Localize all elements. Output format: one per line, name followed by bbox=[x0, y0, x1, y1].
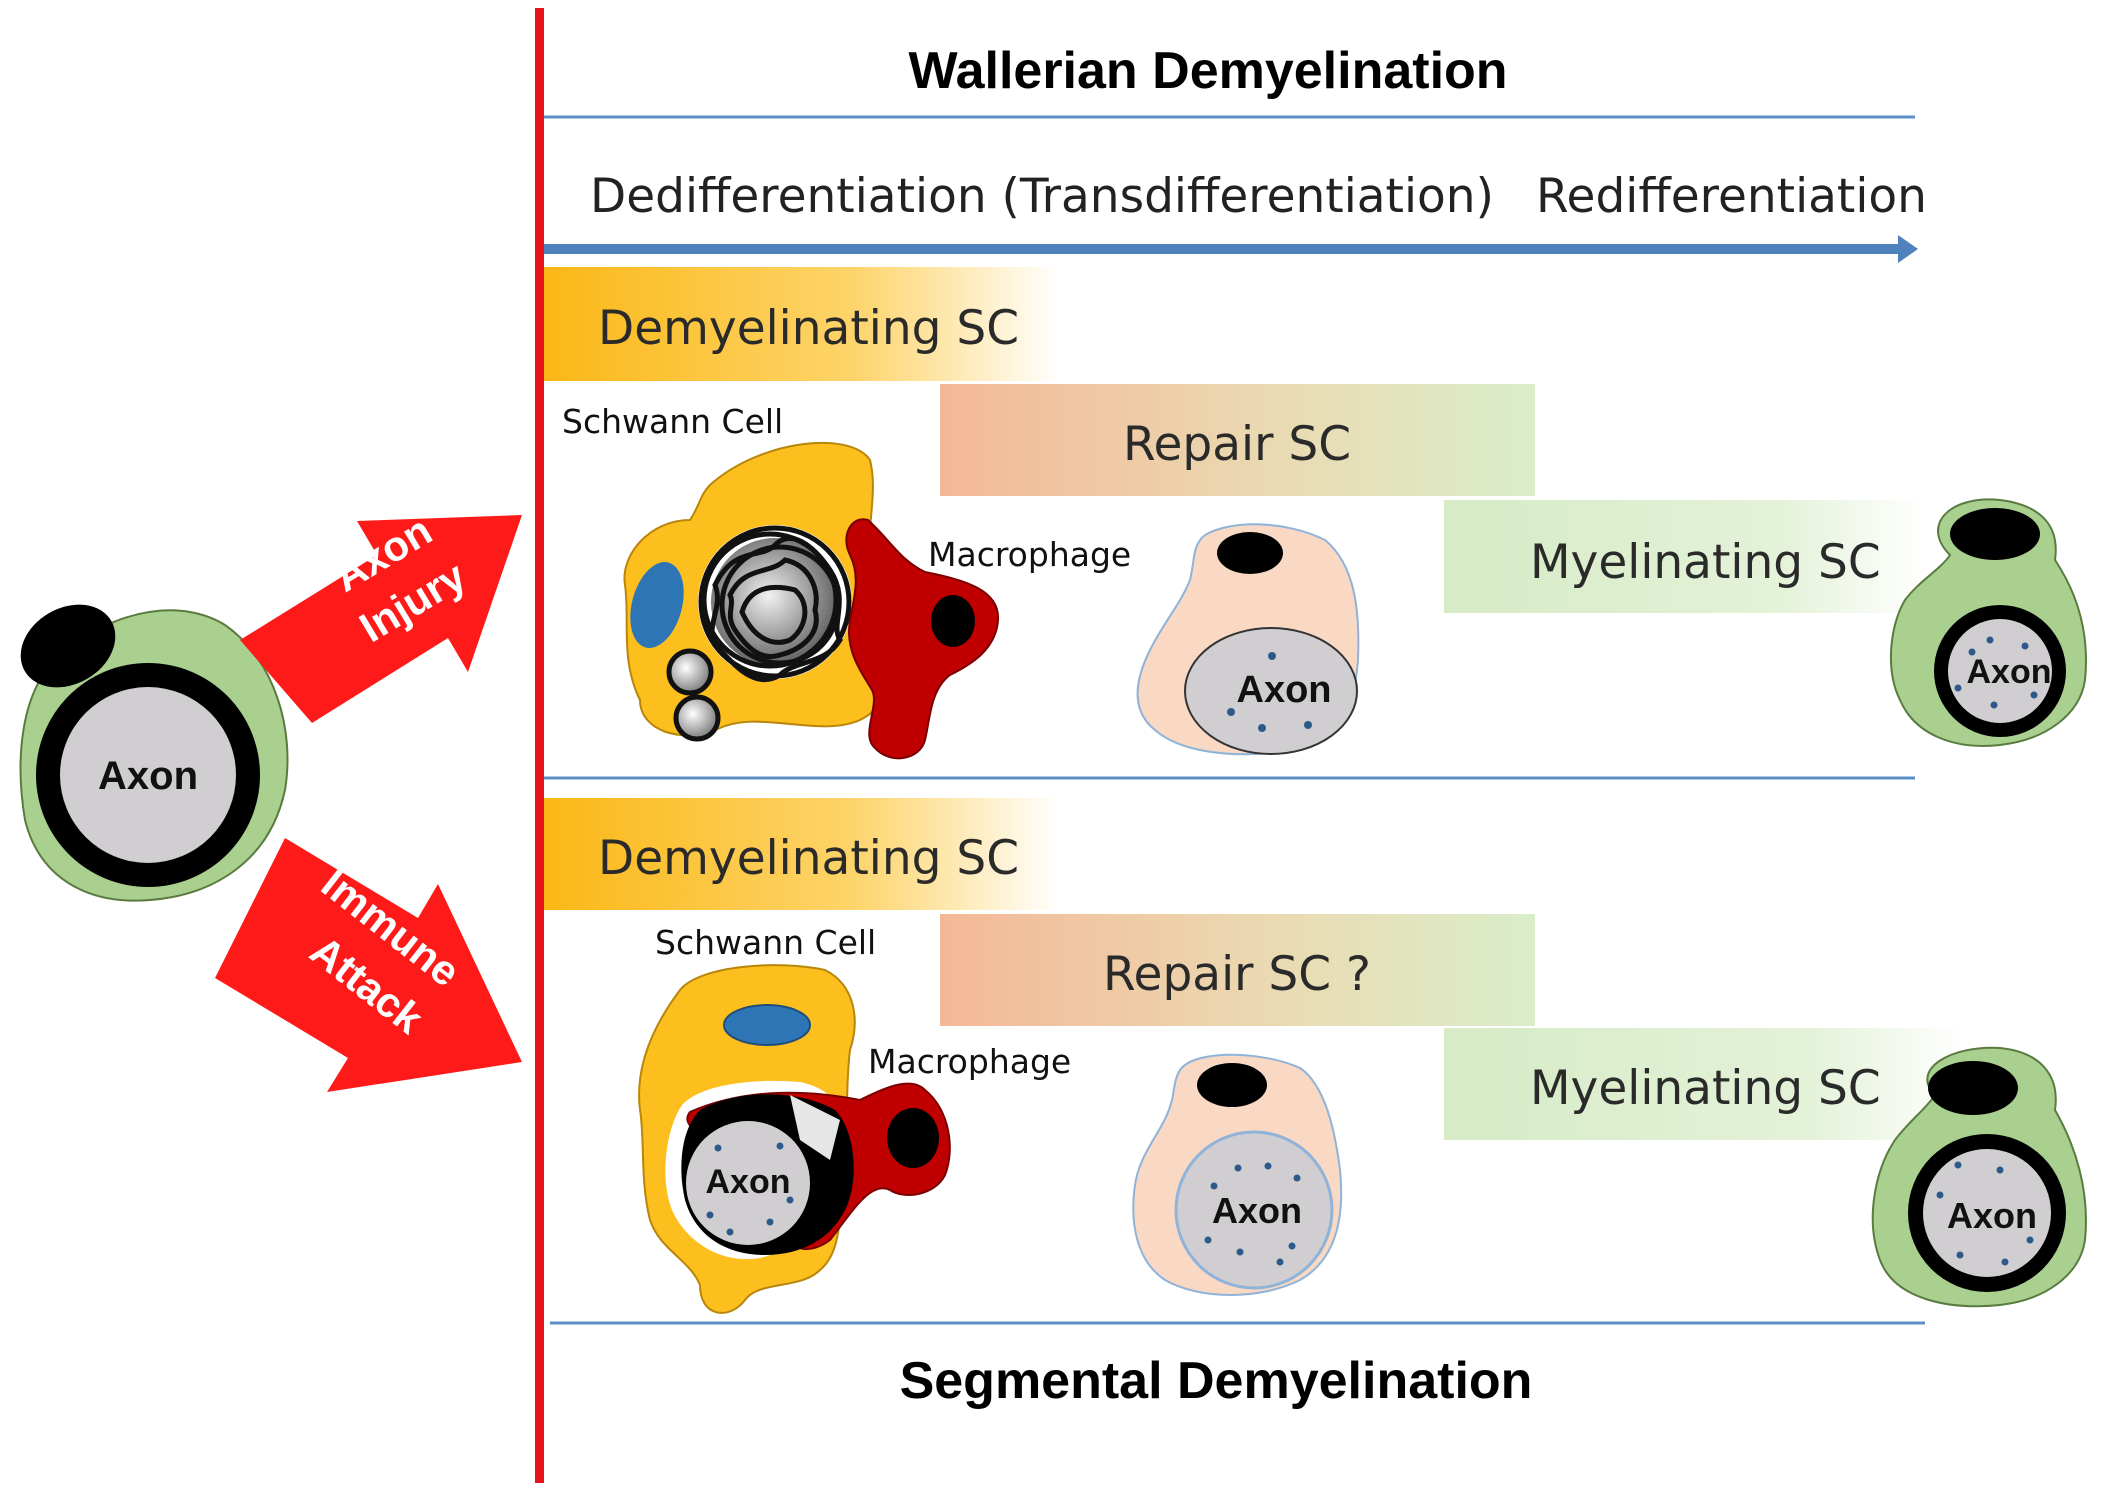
segmental-myelinated-axon-label: Axon bbox=[1947, 1195, 2037, 1236]
wallerian-myelinating-schwann-cell: Axon bbox=[1890, 498, 2087, 747]
segmental-macrophage-nucleus-icon bbox=[887, 1108, 939, 1168]
segmental-macrophage-label: Macrophage bbox=[868, 1042, 1071, 1081]
segmental-myelinating-nucleus-icon bbox=[1928, 1061, 2018, 1115]
wallerian-repair-sc-label: Repair SC bbox=[1123, 417, 1351, 472]
wallerian-myelinated-axon-label: Axon bbox=[1967, 653, 2052, 691]
immune-attack-arrow: Immune Attack bbox=[215, 838, 522, 1092]
axon-label: Axon bbox=[98, 754, 198, 798]
macrophage-nucleus-icon bbox=[931, 595, 975, 647]
segmental-demyelination-title: Segmental Demyelination bbox=[900, 1352, 1533, 1410]
wallerian-macrophage-label: Macrophage bbox=[928, 535, 1131, 574]
repair-nucleus-icon bbox=[1217, 532, 1283, 574]
segmental-myelinating-sc-bar bbox=[1444, 1028, 1964, 1140]
segmental-schwann-nucleus-icon bbox=[723, 1004, 811, 1046]
segmental-myelinating-sc-label: Myelinating SC bbox=[1530, 1061, 1881, 1116]
dedifferentiation-label: Dedifferentiation (Transdifferentiation) bbox=[590, 169, 1494, 224]
progress-arrow bbox=[540, 235, 1918, 263]
nucleus-icon bbox=[20, 604, 116, 688]
segmental-demyelinating-sc-bar bbox=[542, 798, 1060, 910]
myelinating-nucleus-icon bbox=[1950, 508, 2040, 560]
segmental-repair-sc-bar bbox=[940, 914, 1535, 1026]
wallerian-demyelination-title: Wallerian Demyelination bbox=[908, 42, 1507, 100]
segmental-repair-nucleus-icon bbox=[1197, 1063, 1267, 1107]
wallerian-myelinating-sc-label: Myelinating SC bbox=[1530, 535, 1881, 590]
schwann-nucleus-icon bbox=[630, 562, 684, 648]
wallerian-macrophage bbox=[845, 518, 1000, 760]
myelin-debris-icon bbox=[698, 525, 852, 683]
wallerian-repair-axon-label: Axon bbox=[1237, 669, 1332, 711]
wallerian-repair-sc-bar bbox=[940, 384, 1535, 496]
redifferentiation-label: Redifferentiation bbox=[1536, 169, 1927, 224]
timeline-vertical-line bbox=[535, 8, 544, 1483]
segmental-schwann-cell-label: Schwann Cell bbox=[655, 923, 876, 962]
segmental-demyelinating-sc-label: Demyelinating SC bbox=[598, 831, 1019, 886]
segmental-repair-schwann-cell: Axon bbox=[1132, 1053, 1343, 1296]
segmental-repair-axon-label: Axon bbox=[1212, 1190, 1302, 1231]
axon-injury-arrow: Axon Injury bbox=[240, 506, 522, 723]
segmental-repair-sc-label: Repair SC ? bbox=[1103, 947, 1371, 1002]
wallerian-demyelinating-schwann-cell bbox=[623, 441, 890, 742]
segmental-myelinating-schwann-cell: Axon bbox=[1871, 1046, 2087, 1308]
wallerian-myelinating-sc-bar bbox=[1444, 500, 1924, 613]
segmental-demyelinating-axon: Axon bbox=[681, 1094, 854, 1255]
wallerian-demyelinating-sc-bar bbox=[542, 267, 1060, 381]
wallerian-schwann-cell-label: Schwann Cell bbox=[562, 402, 783, 441]
wallerian-repair-schwann-cell: Axon bbox=[1136, 523, 1360, 756]
initial-myelinated-axon: Axon bbox=[19, 604, 289, 902]
segmental-demyelinating-axon-label: Axon bbox=[706, 1163, 791, 1201]
wallerian-demyelinating-sc-label: Demyelinating SC bbox=[598, 301, 1019, 356]
